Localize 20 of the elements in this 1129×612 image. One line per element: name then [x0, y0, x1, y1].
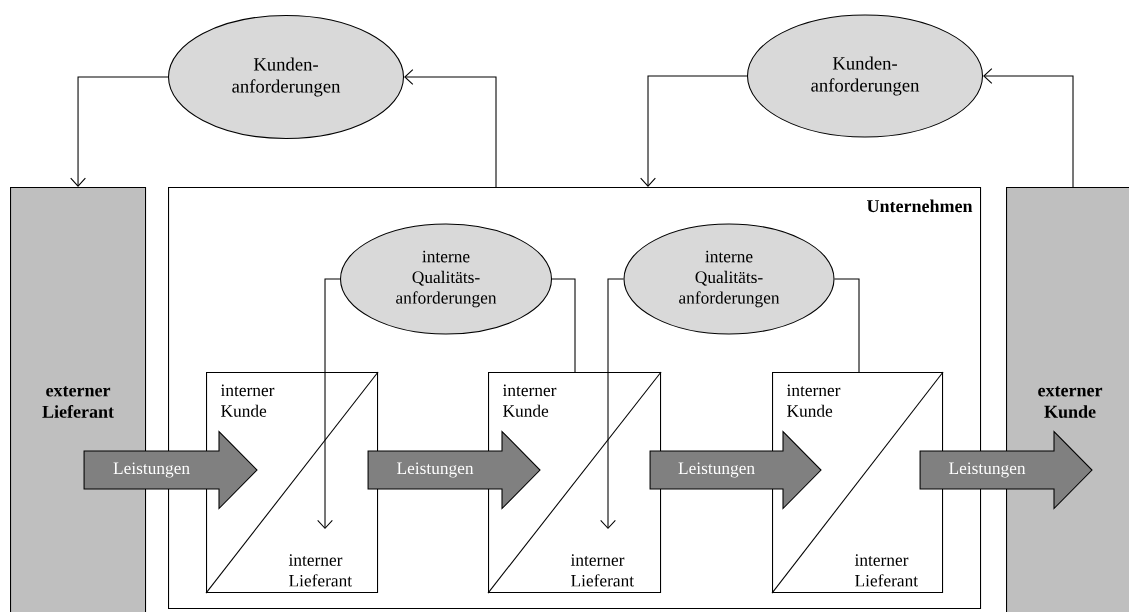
connector-line — [834, 278, 860, 373]
role-label: interner Kunde — [502, 384, 557, 417]
arrow — [404, 69, 497, 188]
arrow — [317, 278, 341, 530]
block-arrow — [83, 430, 258, 510]
role-label: interner Kunde — [220, 384, 275, 417]
block-arrow — [367, 430, 541, 510]
role-label: interner Lieferant — [288, 554, 352, 587]
connector-line — [551, 278, 576, 373]
arrow — [640, 75, 748, 187]
edge-label: Leistungen — [397, 462, 474, 478]
role-label: interner Lieferant — [570, 554, 634, 587]
arrow — [600, 278, 624, 530]
block-arrow — [649, 430, 822, 510]
arrow — [70, 76, 169, 187]
role-label: interner Lieferant — [854, 554, 918, 587]
arrow — [983, 68, 1074, 188]
block-arrow — [919, 430, 1093, 510]
role-label: interner Kunde — [786, 384, 841, 417]
edge-label: Leistungen — [678, 462, 755, 478]
